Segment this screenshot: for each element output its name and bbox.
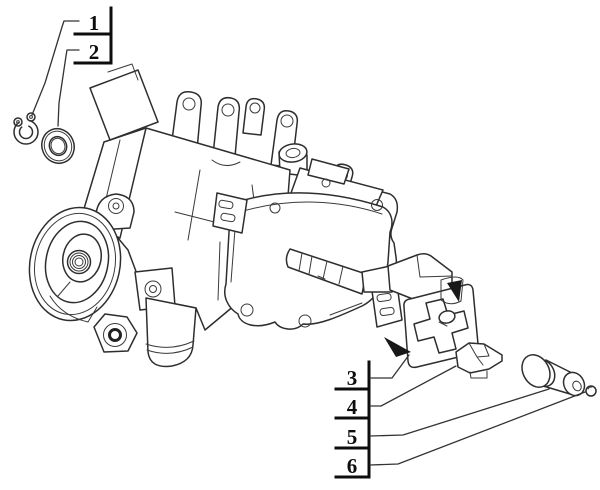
drive-shaft	[285, 248, 367, 295]
callout-1-leader	[31, 20, 80, 116]
callout-2-leader	[57, 49, 80, 127]
callout-5-bracket	[334, 419, 371, 450]
callout-6[interactable]: 6	[334, 391, 586, 479]
callout-4-bracket	[334, 389, 371, 420]
callout-2-bracket	[73, 35, 113, 65]
callout-6-leader	[369, 391, 586, 466]
lower-snout	[145, 297, 197, 368]
callout-6-bracket	[334, 449, 371, 479]
callout-5-label[interactable]: 5	[347, 425, 358, 449]
pump-assembly	[28, 63, 403, 368]
callout-3[interactable]: 3	[334, 354, 410, 391]
callout-1[interactable]: 1	[31, 6, 113, 116]
callout-3-leader	[369, 354, 410, 379]
seal-washer-part	[41, 127, 75, 165]
callouts: 1 2 3 4 5 6	[31, 6, 586, 479]
plug-part	[521, 354, 586, 397]
callout-3-bracket	[334, 360, 371, 391]
callout-5-leader	[369, 388, 550, 437]
snap-ring-part	[10, 106, 39, 145]
pulley-bracket	[95, 193, 176, 311]
callout-2-label[interactable]: 2	[89, 40, 100, 64]
callout-5[interactable]: 5	[334, 388, 550, 450]
ball-part	[585, 385, 597, 397]
callout-2[interactable]: 2	[57, 35, 113, 127]
callout-3-label[interactable]: 3	[347, 366, 358, 390]
pulley	[28, 206, 122, 323]
hex-bolt	[93, 313, 138, 353]
callout-4-leader	[369, 365, 457, 407]
callout-6-label[interactable]: 6	[347, 454, 358, 478]
slotted-bracket-left	[212, 192, 248, 234]
wedge-part	[455, 342, 503, 379]
callout-1-bracket	[73, 6, 113, 36]
callout-1-label[interactable]: 1	[89, 11, 100, 35]
callout-4[interactable]: 4	[334, 365, 457, 420]
coupling-part	[361, 252, 479, 369]
callout-4-label[interactable]: 4	[347, 395, 358, 419]
